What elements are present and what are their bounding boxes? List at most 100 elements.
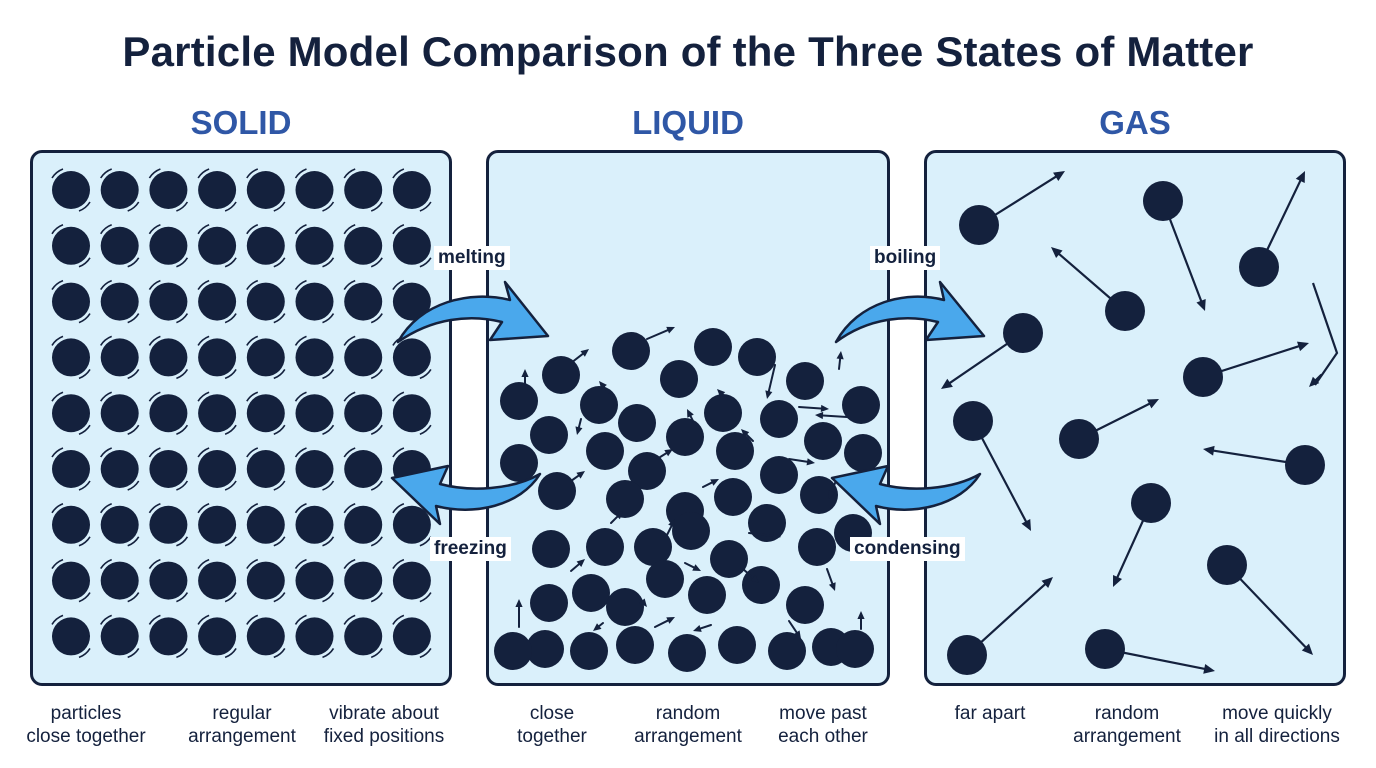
vibration-mark — [294, 168, 307, 179]
solid-particles — [51, 168, 432, 659]
gas-velocity-arrow-head — [941, 378, 953, 389]
liquid-motion-arrow — [570, 563, 580, 572]
liquid-motion-arrow — [610, 515, 619, 524]
gas-particle — [959, 205, 999, 245]
liquid-particle — [530, 584, 568, 622]
vibration-mark — [176, 536, 189, 547]
solid-particle — [246, 226, 285, 265]
vibration-mark — [127, 480, 140, 491]
vibration-mark — [100, 558, 113, 570]
vibration-mark — [148, 279, 161, 291]
liquid-particle — [710, 540, 748, 578]
liquid-motion-arrow — [702, 481, 713, 488]
solid-particle — [198, 505, 237, 544]
solid-particle — [246, 505, 285, 544]
liquid-particle — [716, 432, 754, 470]
liquid-motion-arrow — [666, 525, 673, 536]
vibration-mark — [224, 257, 237, 268]
liquid-particle — [666, 418, 704, 456]
liquid-motion-arrow-head — [765, 390, 773, 399]
vibration-mark — [370, 480, 383, 491]
vibration-mark — [419, 424, 432, 435]
vibration-mark — [51, 168, 64, 179]
vibration-mark — [392, 391, 405, 402]
liquid-particle — [748, 504, 786, 542]
vibration-mark — [127, 592, 140, 603]
vibration-mark — [78, 313, 91, 324]
liquid-particle — [800, 476, 838, 514]
liquid-caption-3: move past each other — [778, 703, 868, 747]
solid-particle — [52, 282, 90, 321]
liquid-particle — [538, 472, 576, 510]
liquid-particle — [618, 404, 656, 442]
liquid-particle — [570, 632, 608, 670]
vibration-mark — [176, 647, 189, 659]
solid-particle — [295, 171, 334, 209]
liquid-motion-arrow-head — [692, 564, 701, 571]
vibration-mark — [322, 480, 335, 491]
vibration-mark — [322, 313, 335, 324]
vibration-mark — [100, 168, 113, 179]
vibration-mark — [322, 201, 335, 212]
liquid-motion-arrow — [742, 568, 754, 579]
liquid-motion-arrow-head — [515, 599, 523, 607]
vibration-mark — [294, 503, 307, 514]
liquid-motion-arrow-head — [666, 326, 675, 334]
liquid-motion-arrow-head — [693, 625, 702, 632]
liquid-motion-arrow-head — [576, 471, 585, 479]
liquid-motion-arrow — [570, 352, 584, 364]
vibration-mark — [51, 279, 64, 291]
liquid-particle — [500, 382, 538, 420]
gas-velocity-arrow-head — [1041, 577, 1053, 589]
vibration-mark — [127, 313, 140, 324]
solid-particle — [52, 394, 90, 433]
vibration-mark — [176, 480, 189, 491]
vibration-mark — [343, 503, 356, 514]
vibration-mark — [294, 614, 307, 625]
vibration-mark — [100, 447, 113, 458]
vibration-mark — [343, 614, 356, 625]
liquid-motion-arrow-head — [575, 426, 583, 435]
liquid-motion-arrow — [654, 619, 669, 628]
vibration-mark — [197, 168, 210, 179]
gas-particle — [1239, 247, 1279, 287]
gas-heading: GAS — [1099, 104, 1171, 141]
vibration-mark — [370, 424, 383, 435]
vibration-mark — [100, 614, 113, 625]
vibration-mark — [294, 279, 307, 291]
solid-particle — [295, 617, 334, 656]
solid-particle — [198, 617, 237, 656]
solid-particle — [149, 226, 188, 265]
gas-particle — [1085, 629, 1125, 669]
solid-particle — [295, 561, 334, 600]
liquid-motion-arrow-head — [599, 381, 607, 390]
vibration-mark — [51, 391, 64, 402]
liquid-particle — [494, 632, 532, 670]
vibration-mark — [343, 335, 356, 346]
liquid-particle — [628, 452, 666, 490]
liquid-motion-arrow-head — [639, 598, 647, 607]
vibration-mark — [343, 391, 356, 402]
vibration-mark — [392, 447, 405, 458]
vibration-mark — [273, 536, 286, 547]
liquid-particle — [742, 566, 780, 604]
vibration-mark — [343, 447, 356, 458]
liquid-motion-arrow — [526, 478, 536, 485]
liquid-particle — [646, 560, 684, 598]
solid-particle — [392, 171, 431, 209]
liquid-particle — [694, 328, 732, 366]
solid-particle — [392, 338, 431, 377]
liquid-motion-arrow-head — [750, 575, 759, 583]
vibration-mark — [127, 201, 140, 212]
solid-particle — [149, 561, 188, 600]
vibration-mark — [148, 391, 161, 402]
solid-particle — [100, 450, 139, 488]
vibration-mark — [197, 335, 210, 346]
solid-particle — [392, 561, 431, 600]
solid-particle — [246, 561, 285, 600]
solid-particle — [198, 561, 237, 600]
vibration-mark — [273, 201, 286, 212]
vibration-mark — [51, 224, 64, 235]
vibration-mark — [176, 201, 189, 212]
solid-particle — [392, 226, 431, 265]
